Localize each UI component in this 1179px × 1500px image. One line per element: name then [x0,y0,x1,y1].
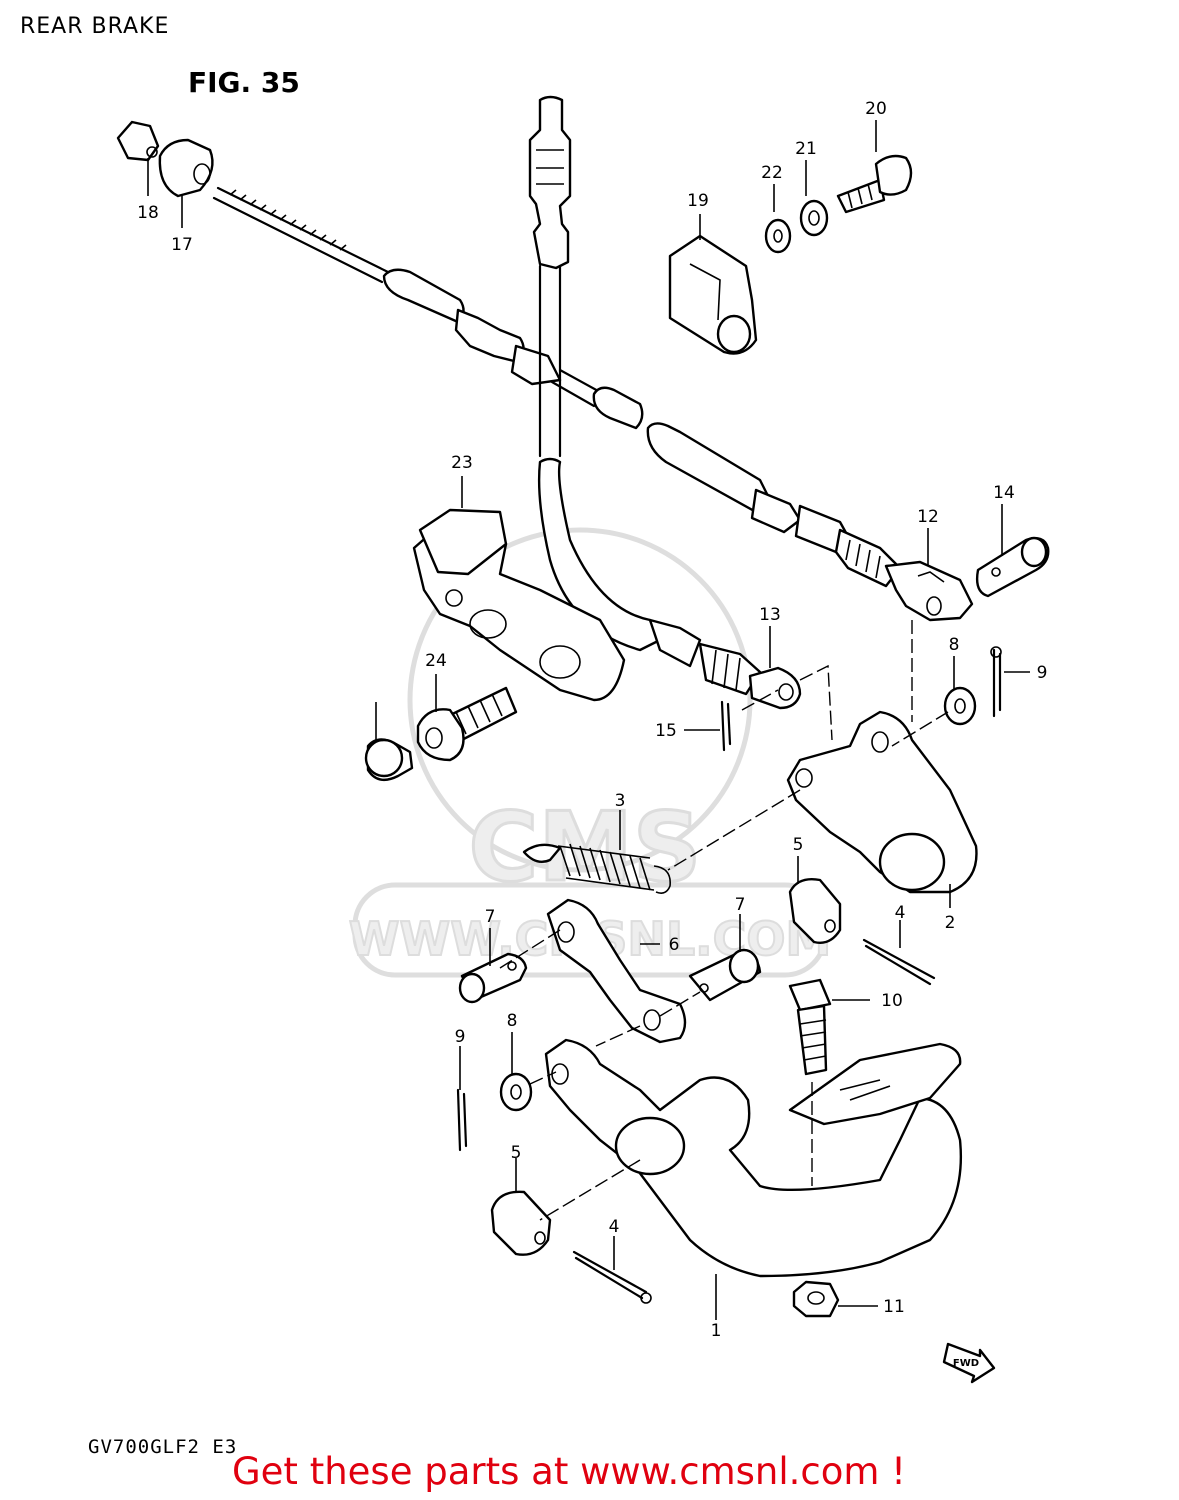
part-2-brake-arm [786,710,978,894]
part-3-spring [522,843,671,894]
callout-3: 3 [615,791,626,811]
part-17-nut [116,120,160,162]
part-9-cotter-pin-lower [456,1088,468,1152]
callout-9-upper: 9 [1037,663,1048,683]
assembly-lines [499,620,949,1221]
callout-12: 12 [917,507,939,527]
part-8-washer-lower [499,1072,533,1112]
forward-arrow: FWD [942,1342,996,1384]
callout-15: 15 [655,721,677,741]
callout-21: 22 [761,163,783,183]
callout-5-upper: 5 [793,835,804,855]
callout-5-lower: 5 [511,1143,522,1163]
model-code: GV700GLF2 E3 [88,1436,238,1458]
figure-label: FIG. 35 [188,66,300,99]
callout-4-upper: 4 [895,903,906,923]
part-24-cap [364,738,414,782]
callout-14: 14 [993,483,1015,503]
part-23-bolt [416,686,518,762]
callout-8-lower: 8 [507,1011,518,1031]
callout-numbers: 18 17 19 20 21 22 23 12 14 13 15 8 9 24 … [137,99,1047,1341]
part-15-cotter-pin [720,700,732,752]
watermark-logo-text: CMS [469,793,702,903]
promo-link[interactable]: Get these parts at www.cmsnl.com ! [232,1450,907,1493]
callout-19: 20 [865,99,887,119]
callout-13: 13 [759,605,781,625]
part-16-collar [158,138,214,198]
page-title: REAR BRAKE [20,14,170,39]
part-21-washer [764,218,792,254]
callout-18: 19 [687,191,709,211]
part-20-washer [799,199,829,237]
part-14-clevis-pin [975,536,1050,598]
part-12-clevis [884,560,974,622]
callout-9-lower: 9 [455,1027,466,1047]
callout-20: 21 [795,139,817,159]
part-4-cotter-pin-upper [862,938,936,986]
part-1-brake-pedal [544,1038,962,1278]
callout-1: 1 [711,1321,722,1341]
part-13-eye-fitting [748,666,802,710]
part-7-pin-right [688,948,762,1002]
part-7-pin-left [458,952,528,1004]
callout-16: 17 [171,235,193,255]
forward-arrow-label: FWD [953,1358,979,1369]
callout-23: 24 [425,651,447,671]
rear-brake-cable [212,186,902,588]
part-8-washer-upper [943,686,977,726]
part-19-bolt [836,154,913,214]
callout-8-upper: 8 [949,635,960,655]
callout-4-lower: 4 [609,1217,620,1237]
part-11-nut [792,1280,840,1318]
callout-7-left: 7 [485,907,496,927]
part-22-bracket [412,508,626,702]
callout-10: 10 [881,991,903,1011]
part-9-cotter-pin-upper [990,646,1002,718]
callout-7-right: 7 [735,895,746,915]
callout-11: 11 [883,1297,905,1317]
part-18-cable-clamp [668,234,758,355]
brake-hose [528,95,762,696]
part-5-cap-lower [490,1190,552,1256]
callout-2: 2 [945,913,956,933]
part-10-bolt [788,978,832,1076]
callout-6: 6 [669,935,680,955]
callout-22: 23 [451,453,473,473]
leader-lines [147,120,1030,1320]
callout-17: 18 [137,203,159,223]
part-4-cotter-pin-lower [572,1250,652,1304]
